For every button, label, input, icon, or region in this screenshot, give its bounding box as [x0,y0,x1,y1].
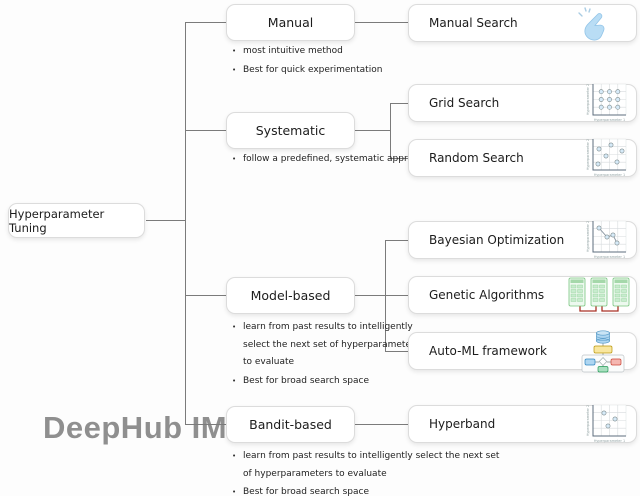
connector-line [390,103,391,159]
node-hyperparameter-tuning[interactable]: Hyperparameter Tuning [8,203,145,238]
hand-pointer-icon [572,5,608,41]
note-item: Best for broad search space [231,373,431,391]
node-random-search[interactable]: Random Search Hyperparameter 1 Hyperpara… [408,137,637,179]
node-label: Manual Search [429,16,518,30]
node-label: Auto-ML framework [429,344,547,358]
node-manual-search[interactable]: Manual Search [408,4,637,42]
node-label: Genetic Algorithms [429,288,545,302]
connector-line [390,103,408,104]
notes-model-based: learn from past results to intelligently… [231,319,431,391]
note-item: follow a predefined, systematic approach [231,151,461,169]
axis-label: Hyperparameter 2 [586,221,590,252]
automl-flowchart-icon [580,328,626,374]
note-item: learn from past results to intelligently… [231,448,509,483]
node-label: Hyperparameter Tuning [9,206,105,235]
connector-line [355,130,390,131]
node-label: Model-based [250,288,331,303]
node-automl-framework[interactable]: Auto-ML framework [408,330,637,373]
axis-label: Hyperparameter 2 [586,405,590,436]
node-model-based[interactable]: Model-based [226,277,355,314]
node-bayesian-optimization[interactable]: Bayesian Optimization Hyperparameter 1 H… [408,219,637,261]
connector-line [385,295,408,296]
node-label: Hyperband [429,417,496,431]
axis-label: Hyperparameter 2 [586,139,590,170]
note-item: learn from past results to intelligently… [231,319,431,372]
node-bandit-based[interactable]: Bandit-based [226,406,355,443]
node-label: Manual [267,15,314,30]
connector-line [355,22,408,23]
connector-line [186,295,226,296]
hyperband-chart-icon: Hyperparameter 1 Hyperparameter 2 [584,403,630,445]
bayesian-optimization-chart-icon: Hyperparameter 1 Hyperparameter 2 [584,219,630,261]
notes-bandit-based: learn from past results to intelligently… [231,448,509,496]
node-systematic[interactable]: Systematic [226,112,355,149]
random-search-chart-icon: Hyperparameter 1 Hyperparameter 2 [584,137,630,179]
axis-label: Hyperparameter 2 [586,84,590,115]
connector-line [186,424,226,425]
node-label: Random Search [429,151,524,165]
notes-systematic: follow a predefined, systematic approach [231,151,461,170]
notes-manual: most intuitive method Best for quick exp… [231,43,431,80]
note-item: most intuitive method [231,43,431,61]
chromosomes-icon [568,277,630,313]
axis-label: Hyperparameter 1 [594,255,625,259]
node-hyperband[interactable]: Hyperband Hyperparameter 1 Hyperparamete… [408,403,637,445]
node-manual[interactable]: Manual [226,4,355,41]
connector-line [355,424,408,425]
connector-line [385,240,386,352]
node-genetic-algorithms[interactable]: Genetic Algorithms [408,276,637,314]
connector-line [186,130,226,131]
note-item: Best for broad search space [231,484,509,496]
connector-line [146,220,186,221]
node-label: Bandit-based [249,417,332,432]
connector-line [385,240,408,241]
node-label: Bayesian Optimization [429,233,565,247]
axis-label: Hyperparameter 1 [594,173,625,177]
connector-line [355,295,385,296]
node-label: Systematic [255,123,326,138]
node-label: Grid Search [429,96,500,110]
node-grid-search[interactable]: Grid Search Hyperparameter 1 Hyperparame… [408,82,637,124]
grid-search-chart-icon: Hyperparameter 1 Hyperparameter 2 [584,82,630,124]
connector-line [185,22,186,425]
connector-line [186,22,226,23]
axis-label: Hyperparameter 1 [594,118,625,122]
axis-label: Hyperparameter 1 [594,439,625,443]
note-item: Best for quick experimentation [231,62,431,80]
